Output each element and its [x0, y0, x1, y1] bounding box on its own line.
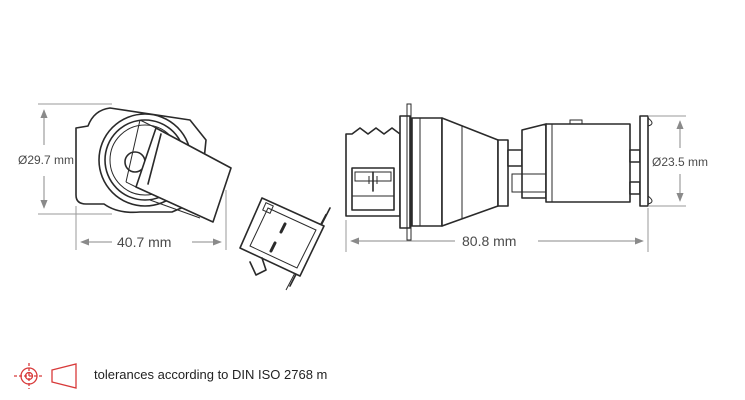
tolerance-note: tolerances according to DIN ISO 2768 m: [94, 367, 328, 382]
left-diameter-label: Ø29.7 mm: [18, 153, 74, 167]
right-diameter-label: Ø23.5 mm: [652, 155, 708, 169]
plug-face-detail: [239, 197, 331, 291]
right-length-label: 80.8 mm: [462, 233, 516, 249]
left-diameter-dimension: Ø29.7 mm: [18, 103, 112, 215]
left-width-label: 40.7 mm: [117, 234, 171, 250]
connector-side-view: [345, 103, 653, 241]
projection-method-icon: [14, 363, 77, 389]
right-diameter-dimension: Ø23.5 mm: [648, 115, 708, 207]
left-width-dimension: 40.7 mm: [75, 190, 227, 250]
connector-end-view: [75, 107, 232, 223]
right-length-dimension: 80.8 mm: [345, 208, 649, 252]
